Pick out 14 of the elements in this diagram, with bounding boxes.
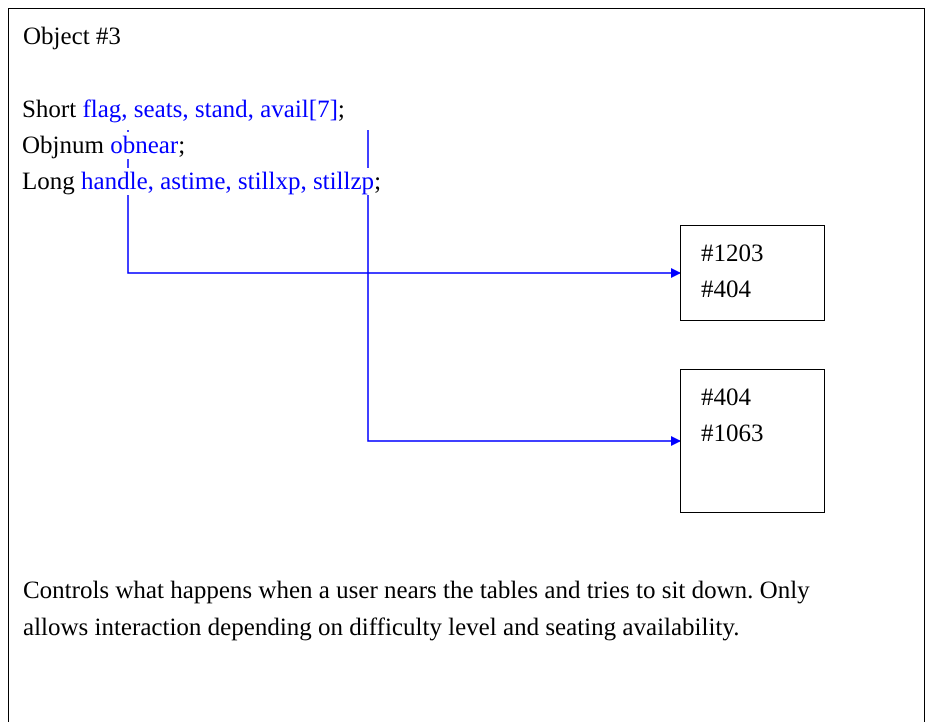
code-text: obnear [110,132,178,159]
panel-box [8,8,925,722]
description-text: Controls what happens when a user nears the tables and tries to sit down. Only allows interaction depending on difficulty level and seating availability. [23,576,811,643]
value-box [680,225,825,321]
code-text: handle, astime, stillxp, stillzp [81,168,374,195]
value-box [680,369,825,513]
heading: Object #3 [23,23,121,51]
box-text: #1063 [701,419,764,449]
box-text: #1203 [701,239,764,269]
box-text: #404 [701,383,751,413]
code-line: Short flag, seats, stand, avail[7]; [22,96,462,130]
arrow [367,130,681,446]
arrow [127,130,681,278]
box-text: #404 [701,275,751,305]
